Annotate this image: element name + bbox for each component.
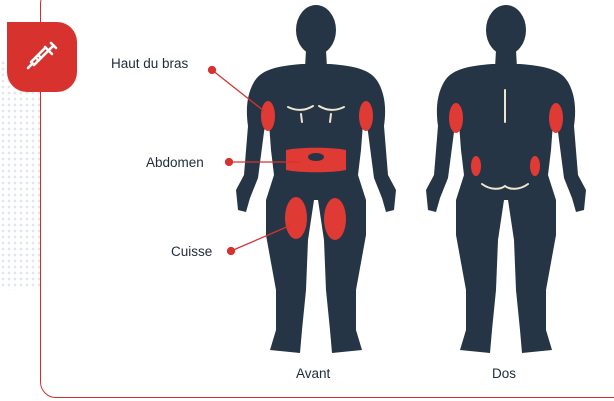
label-abdomen: Abdomen [146, 155, 204, 170]
front-right-upper-arm-zone [359, 101, 373, 131]
label-back: Dos [492, 366, 516, 381]
label-upper-arm: Haut du bras [111, 56, 188, 71]
navel-mark [308, 153, 324, 161]
label-front: Avant [296, 366, 330, 381]
back-left-upper-arm-zone [449, 103, 463, 133]
back-right-upper-arm-zone [549, 103, 563, 133]
back-left-hip-zone [471, 156, 481, 176]
back-figure [426, 5, 586, 353]
right-thigh-zone [324, 198, 346, 240]
label-thigh: Cuisse [171, 244, 212, 259]
front-left-upper-arm-zone [261, 101, 275, 131]
front-figure [236, 5, 396, 353]
left-thigh-zone [285, 197, 307, 239]
back-right-hip-zone [530, 156, 540, 176]
